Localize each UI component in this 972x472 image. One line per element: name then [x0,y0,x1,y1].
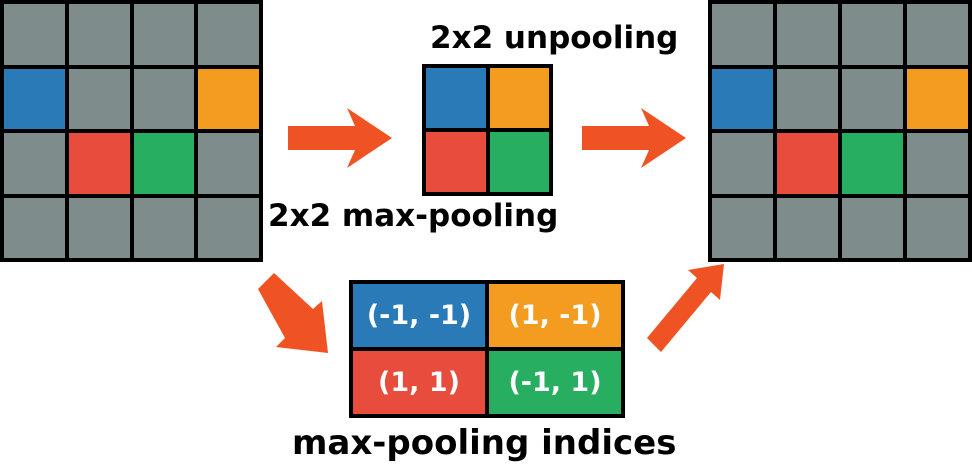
max-pooling-label: 2x2 max-pooling [268,198,559,234]
output-grid-cell-1-3 [907,68,968,129]
index-cell-1-1: (-1, 1) [489,351,621,414]
input-grid-cell-2-1 [68,133,130,194]
output-grid-cell-2-1 [777,133,838,194]
input-grid-cell-1-2 [133,68,195,129]
output-grid-cell-1-2 [842,68,903,129]
input-grid-cell-2-3 [198,133,259,194]
pooled-grid-cell-0-1 [489,68,549,128]
output-grid-cell-0-3 [907,4,968,65]
pooled-grid-cell-0-0 [426,68,486,128]
input-grid-cell-0-1 [68,4,130,65]
input-grid-cell-3-2 [133,197,195,258]
input-grid-cell-2-0 [4,133,65,194]
input-grid [0,0,263,262]
input-grid-cell-0-2 [133,4,195,65]
input-grid-cell-0-0 [4,4,65,65]
input-grid-cell-0-3 [198,4,259,65]
output-grid-cell-3-1 [777,197,838,258]
output-grid-cell-3-2 [842,197,903,258]
unpooling-label: 2x2 unpooling [430,20,679,56]
pooled-grid-cell-1-1 [489,132,549,192]
max-pooling-indices-table: (-1, -1)(1, -1)(1, 1)(-1, 1) [349,280,625,418]
output-grid-cell-3-3 [907,197,968,258]
output-grid-cell-3-0 [712,197,773,258]
input-grid-cell-1-3 [198,68,259,129]
output-grid-cell-2-2 [842,133,903,194]
arrow-from-indices [647,264,724,352]
output-grid-cell-1-1 [777,68,838,129]
input-grid-cell-3-3 [198,197,259,258]
input-grid-cell-2-2 [133,133,195,194]
index-cell-1-0: (1, 1) [353,351,485,414]
input-grid-cell-1-1 [68,68,130,129]
output-grid-cell-0-1 [777,4,838,65]
output-grid-cell-0-0 [712,4,773,65]
output-grid [708,0,972,262]
arrow-to-output [582,108,686,168]
output-grid-cell-2-0 [712,133,773,194]
index-cell-0-0: (-1, -1) [353,284,485,347]
output-grid-cell-0-2 [842,4,903,65]
pooled-grid [422,64,553,196]
input-grid-cell-3-1 [68,197,130,258]
indices-label: max-pooling indices [292,423,677,463]
output-grid-cell-2-3 [907,133,968,194]
arrow-to-indices [258,273,328,353]
index-cell-0-1: (1, -1) [489,284,621,347]
output-grid-cell-1-0 [712,68,773,129]
pooled-grid-cell-1-0 [426,132,486,192]
input-grid-cell-3-0 [4,197,65,258]
input-grid-cell-1-0 [4,68,65,129]
arrow-to-pooled [288,108,392,168]
